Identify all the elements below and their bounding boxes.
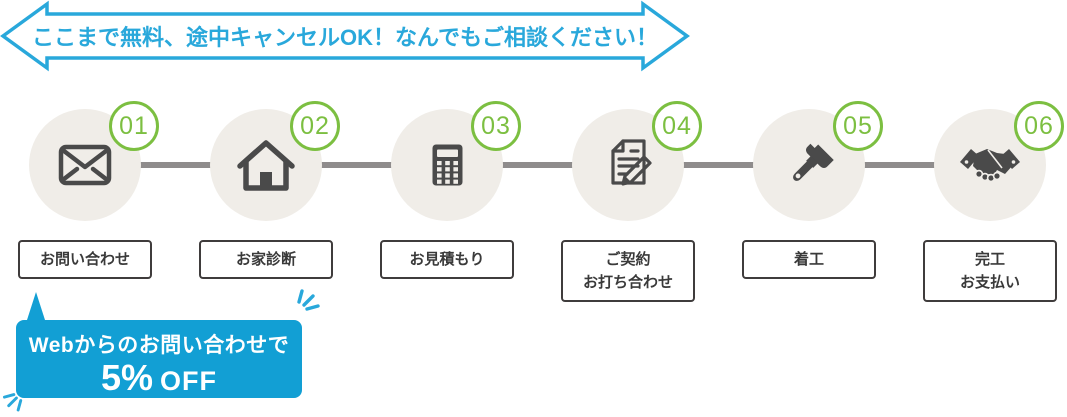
process-step: 04 ご契約お打ち合わせ [561,101,702,302]
step-label-line: ご契約 [605,251,651,268]
document-pen-icon [600,137,656,193]
step-label-line: お支払い [959,274,1020,291]
step-label: お家診断 [199,240,333,279]
step-label-line: お家診断 [235,251,296,268]
house-icon [236,138,296,192]
banner-text: ここまで無料、途中キャンセルOK！なんでもご相談ください！ [32,25,658,50]
step-number-badge: 02 [290,101,340,151]
step-number: 03 [481,111,511,140]
sparkle-icon [297,289,320,311]
step-number: 02 [300,111,330,140]
step-label-line: お問い合わせ [39,251,130,268]
step-number-badge: 06 [1014,101,1064,151]
paintbrush-icon [780,136,838,194]
handshake-icon [959,141,1021,189]
step-label: お見積もり [380,240,514,279]
promo-text: Webからのお問い合わせで [28,334,290,357]
step-label: 完工お支払い [923,240,1057,302]
double-arrow-shape [0,0,690,72]
step-number: 05 [843,111,873,140]
step-number-badge: 04 [652,101,702,151]
process-step: 03 お見積もり [380,101,521,279]
step-number: 06 [1024,111,1054,140]
step-label: 着工 [742,240,876,279]
speech-bubble-tail-icon [27,292,45,320]
discount-suffix: OFF [160,366,218,396]
step-circle: 02 [210,101,340,221]
step-number: 04 [662,111,692,140]
process-step: 02 お家診断 [199,101,340,279]
promo-bubble: Webからのお問い合わせで 5% OFF [16,292,302,399]
step-number-badge: 01 [109,101,159,151]
step-circle: 06 [934,101,1064,221]
calculator-icon [432,144,463,186]
step-label-line: 着工 [793,251,824,268]
envelope-icon [58,144,112,186]
step-circle: 01 [29,101,159,221]
step-label: ご契約お打ち合わせ [561,240,695,302]
step-connector-line [85,162,990,168]
step-label-line: お打ち合わせ [582,274,673,291]
process-step: 06 完工お支払い [923,101,1064,302]
step-number: 01 [119,111,149,140]
step-number-badge: 05 [833,101,883,151]
step-circle: 03 [391,101,521,221]
step-label-line: 完工 [974,251,1005,268]
free-until-here-banner: ここまで無料、途中キャンセルOK！なんでもご相談ください！ [0,0,690,72]
step-circle: 04 [572,101,702,221]
promo-discount: 5% OFF [16,357,302,399]
step-label: お問い合わせ [18,240,152,279]
discount-value: 5% [100,357,154,398]
process-step: 01 お問い合わせ [18,101,159,279]
step-label-line: お見積もり [409,251,485,268]
sparkle-icon [2,393,23,412]
step-circle: 05 [753,101,883,221]
step-number-badge: 03 [471,101,521,151]
process-step: 05 着工 [742,101,883,279]
